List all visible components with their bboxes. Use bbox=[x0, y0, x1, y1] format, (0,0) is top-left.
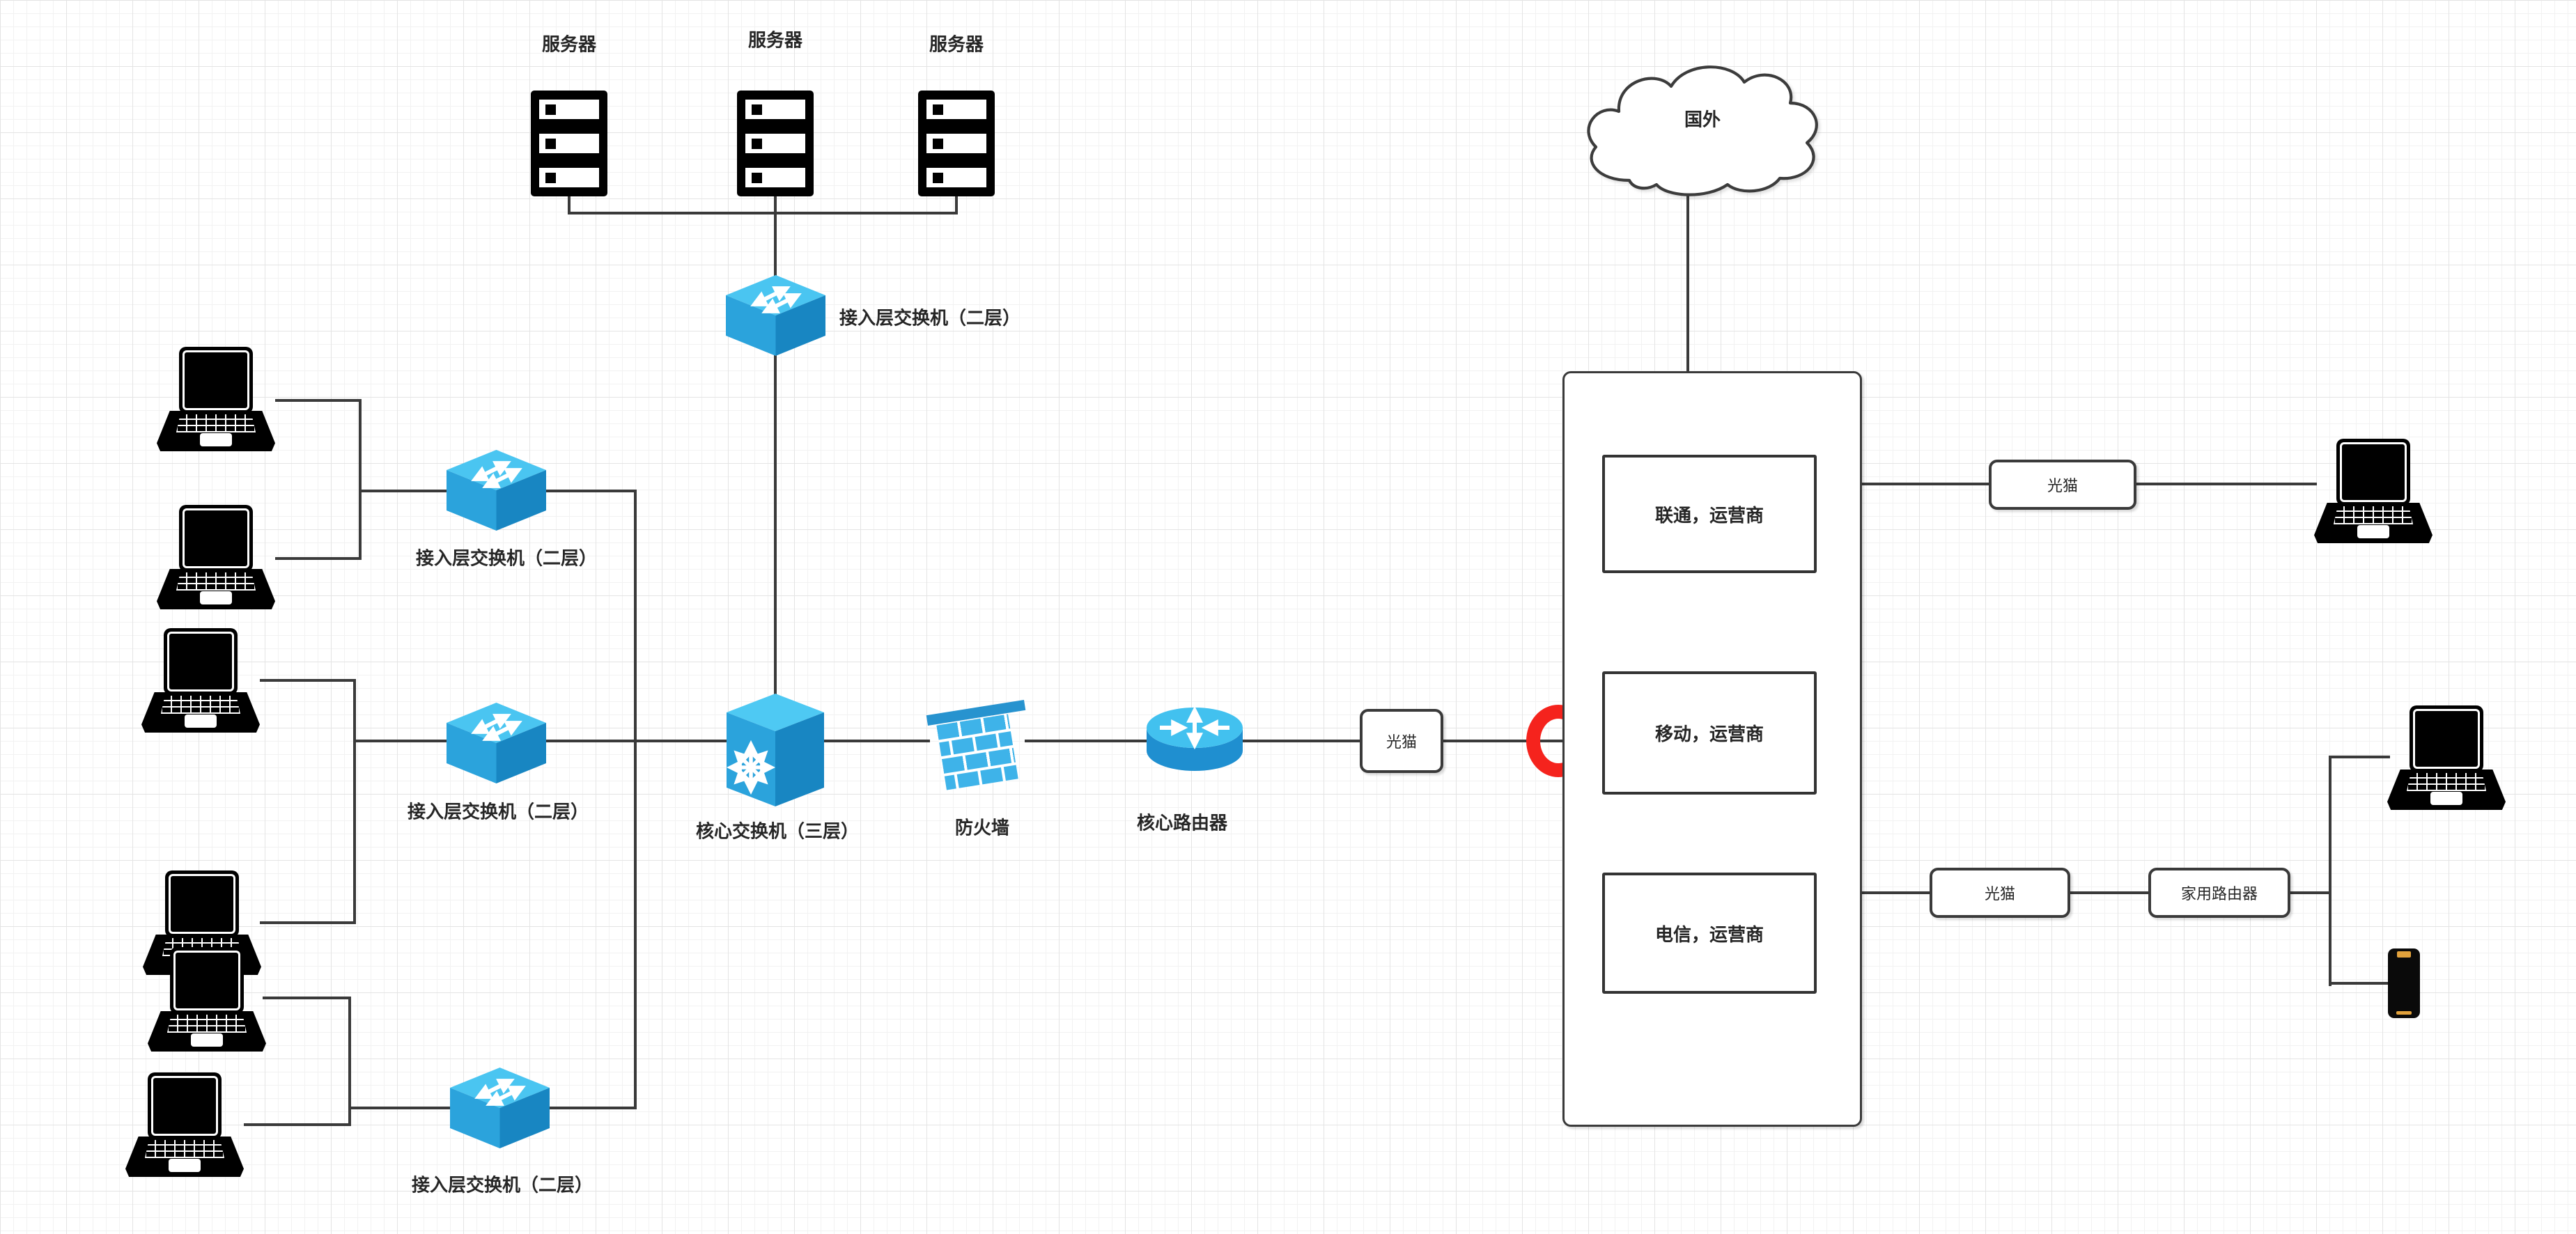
connector-line bbox=[263, 997, 351, 999]
server-label: 服务器 bbox=[747, 29, 803, 51]
connector-line bbox=[545, 490, 637, 492]
laptop-icon bbox=[125, 1072, 244, 1177]
connector-line bbox=[1861, 483, 1990, 485]
home-router-label: 家用路由器 bbox=[2180, 885, 2258, 903]
connector-line bbox=[2329, 756, 2331, 986]
core-router-icon bbox=[1147, 705, 1243, 771]
server-label: 服务器 bbox=[929, 33, 984, 55]
laptop-icon bbox=[148, 947, 266, 1052]
l2-switch-icon bbox=[726, 275, 825, 356]
connector-line bbox=[275, 399, 362, 402]
connector-line bbox=[348, 1107, 451, 1109]
firewall-label: 防火墙 bbox=[954, 817, 1010, 838]
l2-switch-icon bbox=[447, 450, 546, 531]
connector-line bbox=[823, 740, 930, 742]
connector-line bbox=[2070, 891, 2148, 894]
laptop-icon bbox=[2314, 439, 2433, 543]
connector-line bbox=[1686, 188, 1689, 373]
server-label: 服务器 bbox=[541, 33, 597, 55]
connector-line bbox=[359, 399, 362, 560]
smartphone-icon bbox=[2388, 948, 2420, 1018]
server-rack-icon bbox=[737, 91, 814, 196]
laptop-icon bbox=[157, 347, 275, 451]
connector-line bbox=[2136, 483, 2317, 485]
connector-line bbox=[2329, 982, 2391, 985]
optical-modem-label: 光猫 bbox=[2047, 477, 2078, 494]
laptop-icon bbox=[141, 628, 260, 733]
isp-telecom-label: 电信，运营商 bbox=[1654, 923, 1764, 945]
optical-modem-box: 光猫 bbox=[1930, 868, 2070, 918]
server-rack-icon bbox=[531, 91, 607, 196]
connector-line bbox=[353, 679, 356, 924]
access-switch-label: 接入层交换机（二层） bbox=[839, 307, 1021, 329]
connector-line bbox=[774, 354, 777, 695]
isp-unicom-label: 联通，运营商 bbox=[1654, 504, 1764, 526]
access-switch-label: 接入层交换机（二层） bbox=[407, 801, 589, 822]
optical-modem-box: 光猫 bbox=[1360, 709, 1443, 773]
firewall-icon bbox=[926, 696, 1026, 790]
server-rack-icon bbox=[918, 91, 995, 196]
access-switch-label: 接入层交换机（二层） bbox=[415, 547, 598, 569]
l2-switch-icon bbox=[450, 1068, 550, 1148]
connector-line bbox=[1242, 740, 1361, 742]
l2-switch-icon bbox=[447, 703, 546, 783]
l3-switch-icon bbox=[726, 694, 824, 806]
access-switch-label: 接入层交换机（二层） bbox=[411, 1174, 593, 1196]
isp-box-telecom: 电信，运营商 bbox=[1602, 873, 1817, 994]
connector-line bbox=[1025, 740, 1147, 742]
connector-line bbox=[634, 490, 637, 1109]
connector-line bbox=[568, 212, 958, 214]
optical-modem-label: 光猫 bbox=[1386, 733, 1417, 751]
connector-line bbox=[275, 557, 362, 560]
connector-line bbox=[549, 1107, 637, 1109]
connector-line bbox=[545, 740, 727, 742]
laptop-icon bbox=[2387, 705, 2506, 810]
connector-line bbox=[244, 1123, 351, 1126]
overseas-cloud-label: 国外 bbox=[1684, 109, 1721, 130]
optical-modem-label: 光猫 bbox=[1984, 885, 2015, 903]
connector-line bbox=[348, 997, 351, 1126]
connector-line bbox=[774, 162, 777, 280]
connector-line bbox=[260, 679, 356, 682]
connector-line bbox=[359, 490, 449, 492]
home-router-box: 家用路由器 bbox=[2148, 868, 2290, 918]
optical-modem-box: 光猫 bbox=[1989, 460, 2136, 510]
isp-mobile-label: 移动，运营商 bbox=[1654, 724, 1764, 744]
connector-line bbox=[356, 740, 447, 742]
connector-line bbox=[260, 921, 356, 924]
core-router-label: 核心路由器 bbox=[1136, 812, 1228, 834]
isp-box-unicom: 联通，运营商 bbox=[1602, 455, 1817, 573]
cloud-shape bbox=[1587, 65, 1818, 196]
connector-line bbox=[2289, 891, 2331, 894]
connector-line bbox=[2329, 756, 2390, 758]
isp-box-mobile: 移动，运营商 bbox=[1602, 671, 1817, 795]
connector-line bbox=[1861, 891, 1931, 894]
laptop-icon bbox=[157, 505, 275, 609]
core-switch-label: 核心交换机（三层） bbox=[695, 820, 860, 842]
connector-line bbox=[1442, 740, 1564, 742]
